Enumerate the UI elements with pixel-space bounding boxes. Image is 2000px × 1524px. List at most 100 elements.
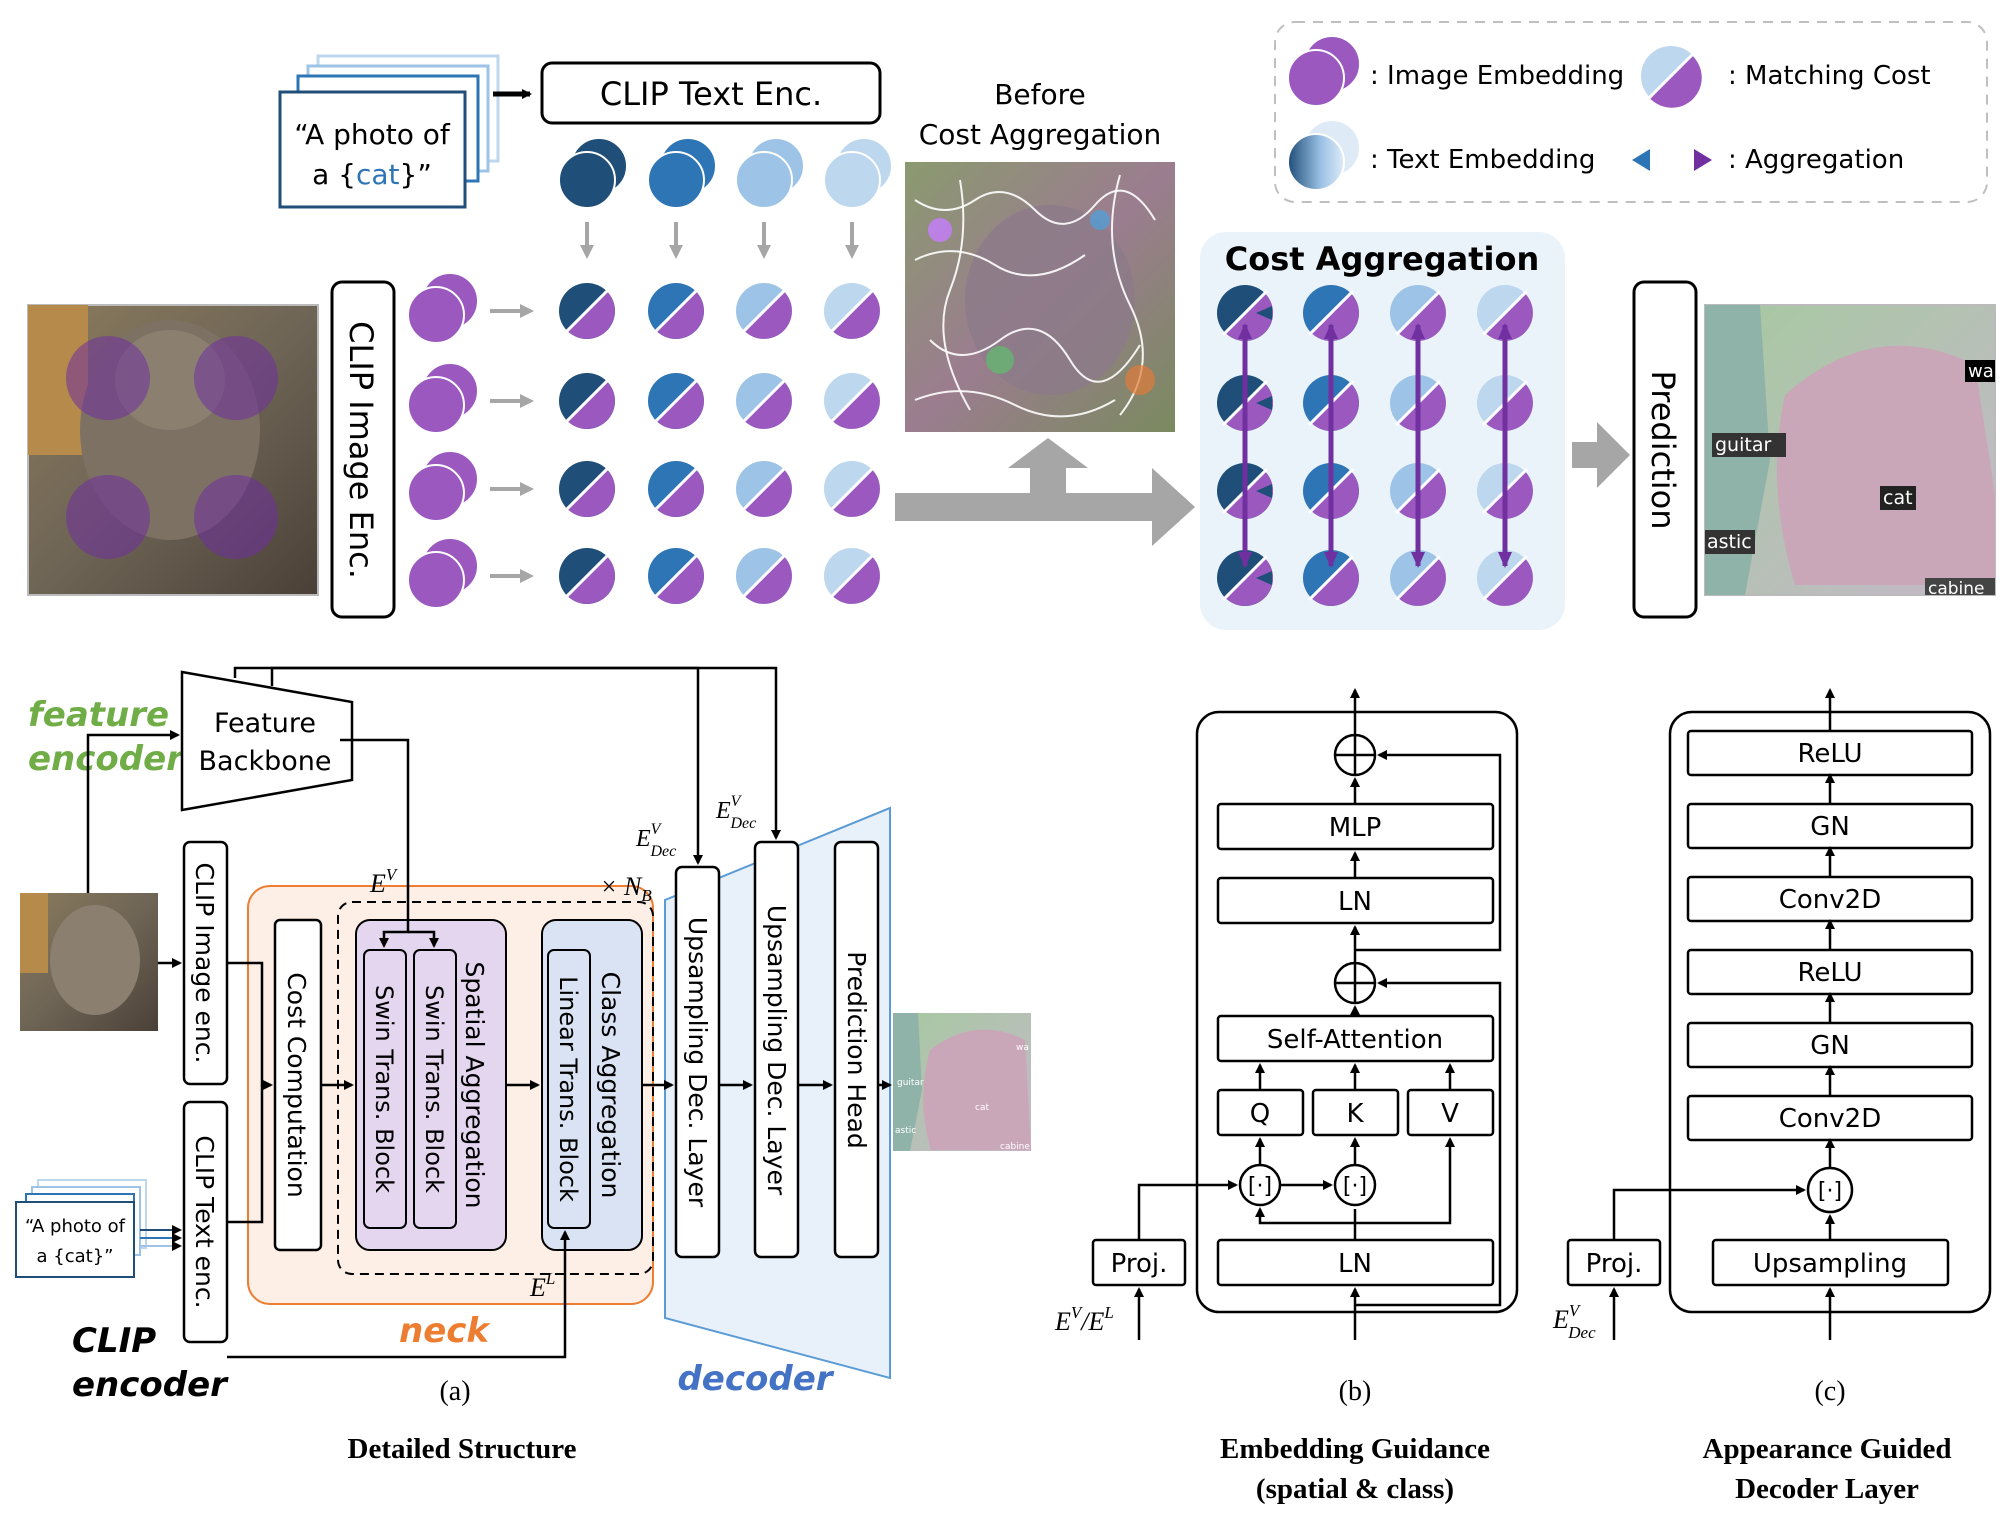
ev-label: EV xyxy=(369,865,399,898)
matching-cost-cell xyxy=(648,461,704,517)
pred-label-astic: astic xyxy=(1707,531,1752,553)
small-prompt-stack: “A photo of a {cat}” xyxy=(15,1179,147,1278)
ln-top-label: LN xyxy=(1338,887,1372,917)
panel-b-embedding-guidance: MLP LN Self-Attention Q K V LN [·] [·] P… xyxy=(1054,688,1519,1505)
legend: : Image Embedding : Matching Cost : Text… xyxy=(1274,21,1988,203)
text-embedding-legend-icon xyxy=(1287,119,1361,191)
spatial-aggregation-label: Spatial Aggregation xyxy=(460,961,489,1208)
v-label: V xyxy=(1441,1099,1459,1129)
matching-cost-cell xyxy=(559,548,615,604)
matching-cost-cell xyxy=(648,548,704,604)
q-label: Q xyxy=(1250,1099,1270,1129)
legend-text-embedding: : Text Embedding xyxy=(1370,145,1595,175)
mlp-label: MLP xyxy=(1329,813,1382,843)
concat-c-label: [·] xyxy=(1818,1179,1842,1204)
small-input-image xyxy=(20,893,158,1031)
swin-block-1-box xyxy=(363,949,407,1229)
panel-c-connectors xyxy=(1609,688,1835,1340)
matching-cost-cell xyxy=(559,283,615,339)
flow-to-aggregation-arrow xyxy=(895,438,1195,546)
top-overview: “A photo of a {cat}” CLIP Text Enc. CLIP… xyxy=(27,21,1996,630)
small-prompt-line1: “A photo of xyxy=(25,1216,126,1237)
text-embedding-1 xyxy=(558,137,628,209)
clip-encoder-label-1: CLIP xyxy=(72,1321,156,1361)
caption-c-line1: Appearance Guided xyxy=(1703,1433,1952,1465)
decoder-layer-label-4: ReLU xyxy=(1797,958,1862,988)
small-prompt-line2: a {cat}” xyxy=(37,1246,114,1267)
matching-cost-cell xyxy=(824,373,880,429)
matching-cost-cell xyxy=(559,373,615,429)
caption-c-line2: Decoder Layer xyxy=(1735,1473,1919,1505)
to-prediction-arrow xyxy=(1572,422,1630,488)
repeated-block-region xyxy=(337,901,654,1275)
clip-text-enc-label: CLIP Text enc. xyxy=(190,1135,219,1308)
cost-computation-label: Cost Computation xyxy=(282,972,311,1197)
panel-a-detailed-structure: feature encoder Feature Backbone CLIP Im… xyxy=(15,666,1031,1465)
patch-circle xyxy=(194,475,278,559)
neck-label: neck xyxy=(399,1311,491,1351)
decoder-layer-label-5: GN xyxy=(1810,1031,1850,1061)
matching-cost-cell xyxy=(824,283,880,339)
el-label: EL xyxy=(529,1269,555,1302)
ev-el-input-label: EV/EL xyxy=(1054,1303,1114,1336)
image-embedding-1 xyxy=(407,272,479,344)
clip-image-enc-label: CLIP Image enc. xyxy=(190,863,219,1064)
aggregated-cost-cell xyxy=(1217,550,1273,606)
image-embedding-legend-icon xyxy=(1287,35,1361,107)
image-embedding-4 xyxy=(407,537,479,609)
image-embedding-3 xyxy=(407,450,479,522)
clip-encoder-label-2: encoder xyxy=(72,1365,229,1405)
caption-b-letter: (b) xyxy=(1339,1376,1372,1407)
decoder-layer-label-6: Conv2D xyxy=(1779,1104,1882,1134)
upsampling-c-label: Upsampling xyxy=(1753,1249,1907,1279)
mini-label-guitar: guitar xyxy=(897,1078,924,1088)
clip-image-encoder-box xyxy=(330,280,396,619)
clip-text-encoder-label: CLIP Text Enc. xyxy=(600,75,822,113)
mini-label-cabine: cabine xyxy=(1000,1142,1030,1152)
clip-text-encoder-box xyxy=(540,61,882,125)
feature-encoder-label-2: encoder xyxy=(28,739,185,779)
aggregated-cost-grid xyxy=(1217,285,1533,606)
prompt-stack: “A photo of a {cat}” xyxy=(278,54,500,209)
panel-b-connectors xyxy=(1134,688,1502,1340)
prompt-line2: a {cat}” xyxy=(312,158,432,191)
swin-block-2-box xyxy=(413,949,457,1229)
proj-c-label: Proj. xyxy=(1586,1249,1643,1279)
pred-label-wa: wa xyxy=(1968,361,1994,382)
input-cat-image xyxy=(27,304,319,596)
concat-k-label: [·] xyxy=(1343,1174,1367,1199)
text-embedding-row xyxy=(558,137,893,259)
decoder-layer-label-3: Conv2D xyxy=(1779,885,1882,915)
image-embedding-column xyxy=(407,272,534,609)
aggregated-cost-cell xyxy=(1217,285,1273,341)
patch-circle xyxy=(194,336,278,420)
matching-cost-cell xyxy=(824,548,880,604)
proj-b-label: Proj. xyxy=(1111,1249,1168,1279)
cost-aggregation-panel xyxy=(1200,232,1565,630)
swin-block-2-label: Swin Trans. Block xyxy=(420,985,448,1193)
mini-label-cat: cat xyxy=(975,1103,989,1113)
decoder-label: decoder xyxy=(677,1359,834,1399)
swin-block-1-label: Swin Trans. Block xyxy=(370,985,398,1193)
clip-image-encoder-label: CLIP Image Enc. xyxy=(342,321,380,579)
upsampling-layer-2-box xyxy=(753,840,800,1259)
matching-cost-cell xyxy=(736,283,792,339)
caption-b-line2: (spatial & class) xyxy=(1256,1473,1454,1505)
matching-cost-legend-icon xyxy=(1641,46,1702,108)
text-embedding-3 xyxy=(735,137,805,209)
before-aggregation-image xyxy=(905,162,1175,432)
text-embedding-2 xyxy=(647,137,717,209)
patch-circle xyxy=(66,475,150,559)
panel-a-connectors xyxy=(86,666,892,1359)
caption-c-letter: (c) xyxy=(1814,1376,1845,1407)
prompt-line1: “A photo of xyxy=(294,118,451,151)
before-label-line2: Cost Aggregation xyxy=(919,118,1162,151)
ln-bottom-label: LN xyxy=(1338,1249,1372,1279)
nb-label: × NB xyxy=(600,872,652,905)
pred-label-guitar: guitar xyxy=(1715,434,1771,456)
